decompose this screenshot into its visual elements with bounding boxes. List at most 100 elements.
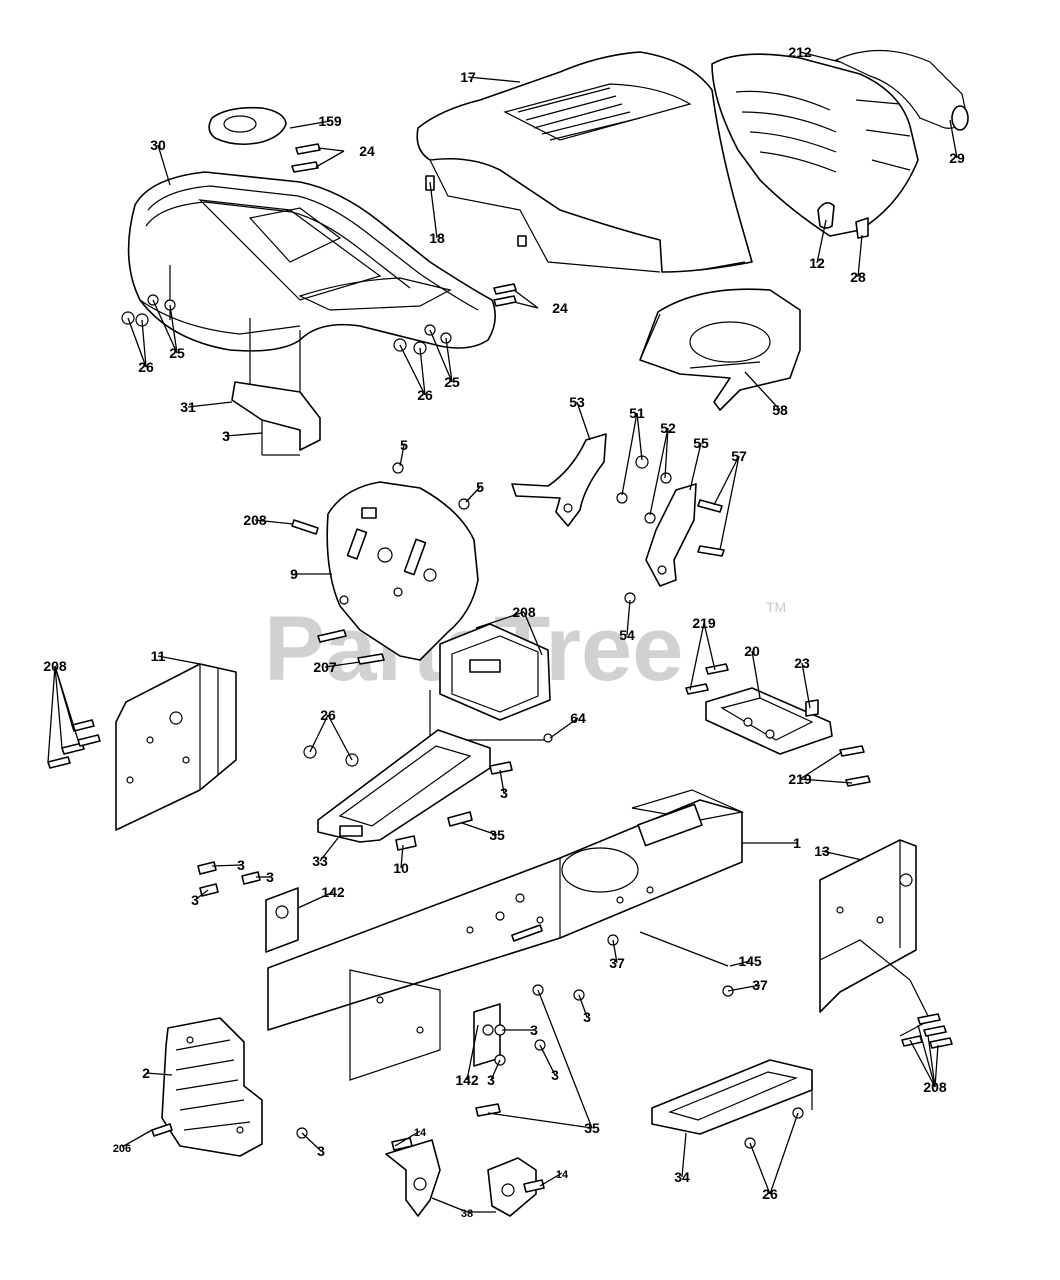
hardware-206 <box>151 1123 173 1137</box>
callout-label-c1: 1 <box>793 835 801 851</box>
leader-line-c208c-1 <box>54 665 63 749</box>
part-159-cupholder <box>208 106 287 146</box>
part-17-hood <box>416 51 753 273</box>
leader-line-c25a-0 <box>152 299 178 354</box>
leader-line-c28-0 <box>857 234 863 278</box>
callout-label-c3g: 3 <box>530 1022 538 1038</box>
leader-line-c26c-0 <box>309 714 329 753</box>
callout-label-c26a: 26 <box>138 359 154 375</box>
callout-label-c25a: 25 <box>169 345 185 361</box>
leader-line-c35b-1 <box>487 1112 593 1129</box>
part-142-bracket-upper <box>265 887 299 953</box>
callout-label-c33: 33 <box>312 853 328 869</box>
leader-line-c58-0 <box>744 371 781 411</box>
callout-label-c17: 17 <box>460 69 476 85</box>
part-38-bracket-left <box>385 1139 441 1217</box>
hardware-24-right <box>493 283 517 307</box>
callout-label-c54: 54 <box>619 627 635 643</box>
leader-line-c208c-3 <box>54 665 79 741</box>
leader-line-c26a-0 <box>127 317 147 368</box>
leader-line-c11-0 <box>157 655 206 666</box>
callout-label-c37a: 37 <box>609 955 625 971</box>
callout-label-c9: 9 <box>290 566 298 582</box>
leader-line-c208b-1 <box>523 611 543 656</box>
callout-label-c3c: 3 <box>237 857 245 873</box>
leader-line-c25b-0 <box>429 329 453 383</box>
hardware-25-26-right <box>393 324 452 355</box>
callout-label-c142b: 142 <box>455 1072 479 1088</box>
callout-label-c11: 11 <box>151 648 166 664</box>
leader-line-c208b-0 <box>475 611 525 629</box>
leader-line-c24b-1 <box>513 301 539 309</box>
hardware-208-207 <box>291 519 385 665</box>
callout-label-c219a: 219 <box>692 615 716 631</box>
part-13-sideplate <box>819 839 931 1037</box>
callout-label-c13: 13 <box>814 843 830 859</box>
leader-line-c3a-0 <box>225 432 263 437</box>
callout-label-c3f: 3 <box>583 1009 591 1025</box>
callout-label-c35b: 35 <box>584 1120 600 1136</box>
leader-line-c54-0 <box>626 599 631 636</box>
leader-line-c57-0 <box>713 455 740 506</box>
leader-line-c26d-1 <box>769 1112 799 1195</box>
callout-label-c3j: 3 <box>317 1143 325 1159</box>
leader-line-c219a-0 <box>689 622 705 691</box>
leader-line-c13-0 <box>821 850 863 861</box>
leader-line-c3b-0 <box>499 769 505 794</box>
hardware-33 <box>303 745 513 851</box>
leader-line-c159-0 <box>289 120 331 129</box>
leader-line-c3c-0 <box>211 864 242 867</box>
callout-label-c31: 31 <box>180 399 196 415</box>
callout-label-c206: 206 <box>113 1143 131 1155</box>
leader-line-c12-0 <box>816 219 827 264</box>
callout-label-c3i: 3 <box>487 1072 495 1088</box>
callout-label-c52: 52 <box>660 420 676 436</box>
leader-line-c206-0 <box>121 1129 153 1148</box>
callout-label-c10: 10 <box>393 860 409 876</box>
part-11-sideplate <box>115 663 237 831</box>
leader-line-c37a-0 <box>612 939 618 964</box>
callout-label-c3h: 3 <box>551 1067 559 1083</box>
callout-label-c159: 159 <box>318 113 342 129</box>
leader-line-c52-1 <box>664 427 669 479</box>
callout-label-c212: 212 <box>788 44 812 60</box>
hardware-14 <box>391 1137 545 1193</box>
hardware-208-right <box>901 1013 953 1049</box>
leader-line-c26b-1 <box>419 347 426 396</box>
part-1-mainframe <box>267 789 745 1081</box>
leader-line-c26c-1 <box>327 714 353 761</box>
leader-line-c23-0 <box>801 662 811 709</box>
leader-line-c52-0 <box>649 427 669 516</box>
leader-line-c208c-2 <box>47 665 56 763</box>
leader-line-c29-0 <box>949 119 958 159</box>
callout-label-c24b: 24 <box>552 300 568 316</box>
callout-label-c20: 20 <box>744 643 760 659</box>
hardware-24-top <box>291 143 321 173</box>
callout-leaders <box>47 51 958 1213</box>
callout-label-c14a: 14 <box>414 1127 427 1139</box>
callout-label-c57: 57 <box>731 448 747 464</box>
part-20-bracket <box>705 687 833 755</box>
leader-line-c33-0 <box>319 837 339 862</box>
hardware-219 <box>685 663 871 787</box>
callout-label-c26b: 26 <box>417 387 433 403</box>
leader-line-c219b-0 <box>799 751 843 780</box>
part-58-dash <box>639 288 801 411</box>
leader-line-c51-1 <box>636 412 643 461</box>
leader-line-c145-0 <box>729 960 751 967</box>
leader-line-c3f-0 <box>578 994 588 1018</box>
callout-label-c34: 34 <box>674 1169 690 1185</box>
callout-label-c35a: 35 <box>489 827 505 843</box>
leader-line-c5a-0 <box>399 444 405 467</box>
callout-label-c55: 55 <box>693 435 709 451</box>
leader-line-c35b-0 <box>537 989 593 1129</box>
leader-line-c14a-0 <box>394 1130 421 1147</box>
leader-line-c18-0 <box>429 181 438 239</box>
leader-line-c57-1 <box>719 455 740 551</box>
callout-label-c3d: 3 <box>266 869 274 885</box>
leader-line-c208d-0 <box>917 1024 936 1088</box>
part-38-bracket-right <box>487 1157 537 1217</box>
leader-line-c51-0 <box>621 412 638 496</box>
callout-label-c3a: 3 <box>222 428 230 444</box>
